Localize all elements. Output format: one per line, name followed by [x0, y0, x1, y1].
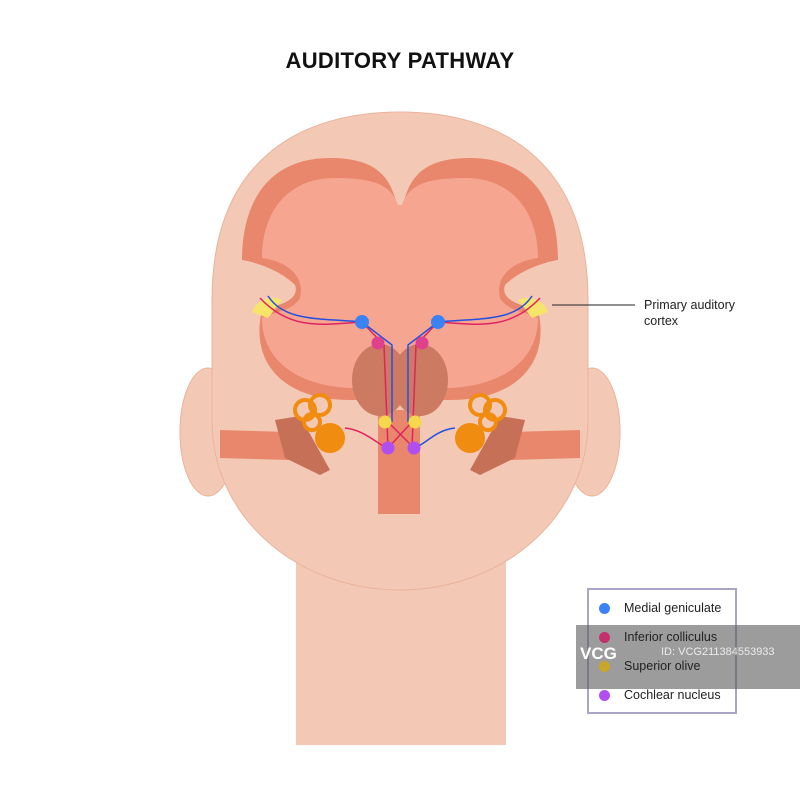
page-title: AUDITORY PATHWAY	[285, 48, 515, 73]
callout-text: cortex	[644, 314, 679, 328]
left-middle-ear	[275, 416, 330, 475]
right-inner-ear	[455, 393, 507, 453]
legend-item: Cochlear nucleus	[599, 688, 721, 702]
legend-item: Inferior colliculus	[599, 630, 717, 644]
cochlear-nucleus-right	[407, 441, 421, 455]
inferior-colliculus-right	[415, 336, 429, 350]
cochlear-nucleus-left	[381, 441, 395, 455]
legend: Medial geniculate Inferior colliculus Su…	[587, 588, 737, 714]
legend-dot-icon	[599, 631, 610, 643]
left-ear-canal	[220, 430, 290, 460]
legend-item: Superior olive	[599, 659, 700, 673]
superior-olive-left	[378, 415, 392, 429]
callout-primary-auditory-cortex: Primary auditory cortex	[644, 297, 735, 329]
thalamus-right	[392, 344, 448, 416]
left-inner-ear	[293, 393, 345, 453]
legend-label: Cochlear nucleus	[624, 688, 721, 702]
right-middle-ear	[470, 416, 525, 475]
inferior-colliculus-left	[371, 336, 385, 350]
legend-item: Medial geniculate	[599, 601, 721, 615]
thalamus-left	[352, 344, 408, 416]
legend-label: Superior olive	[624, 659, 701, 673]
legend-label: Medial geniculate	[624, 601, 722, 615]
legend-dot-icon	[599, 602, 610, 614]
watermark-logo: VCG	[580, 644, 617, 663]
watermark: VCG ID: VCG211384553933	[576, 625, 800, 689]
superior-olive-right	[408, 415, 422, 429]
legend-dot-icon	[599, 660, 610, 672]
legend-label: Inferior colliculus	[624, 630, 718, 644]
medial-geniculate-right	[431, 315, 445, 329]
legend-dot-icon	[599, 689, 610, 701]
watermark-id: ID: VCG211384553933	[661, 646, 775, 658]
callout-text: Primary auditory	[644, 298, 735, 312]
brain-white-matter	[262, 178, 538, 388]
medial-geniculate-left	[355, 315, 369, 329]
right-ear-canal	[510, 430, 580, 460]
